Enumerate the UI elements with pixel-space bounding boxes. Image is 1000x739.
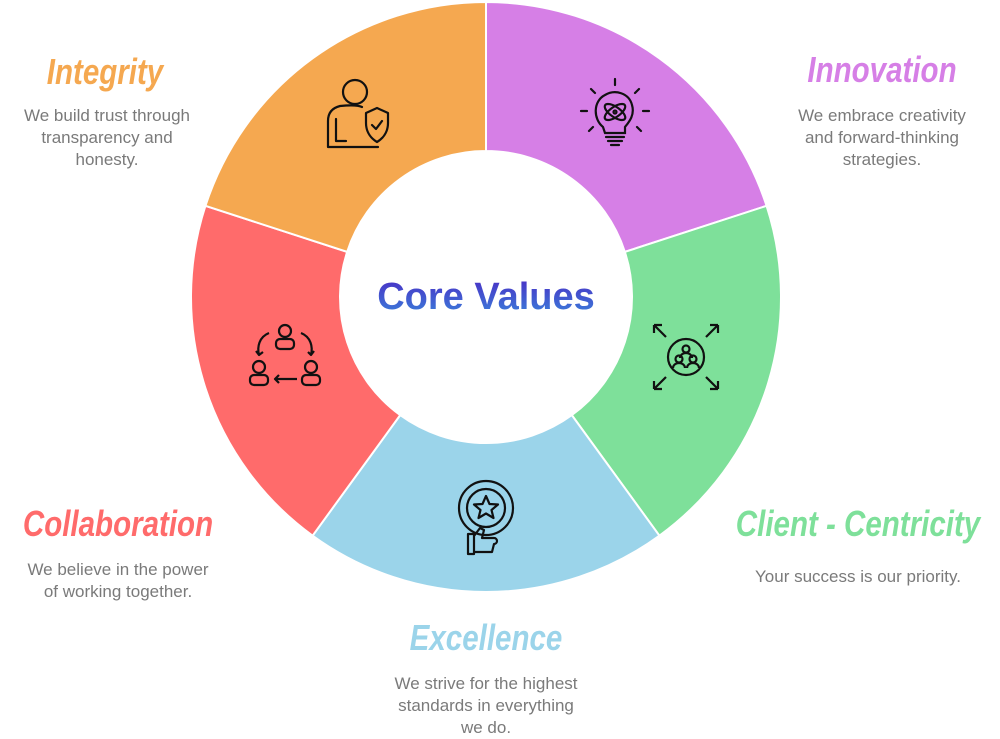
desc-line: honesty. [75,150,139,169]
innovation-title: Innovation [807,49,957,90]
desc-line: and forward-thinking [804,128,960,147]
collaboration-title: Collaboration [22,503,214,544]
desc-line: of working together. [43,582,193,601]
desc-line: strategies. [842,150,922,169]
client-focus-icon [652,323,720,391]
client-centricity-title: Client - Centricity [735,503,981,544]
lightbulb-atom-icon [579,77,651,147]
desc-line: Your success is our priority. [755,567,961,586]
award-star-icon [457,479,515,556]
desc-line: standards in everything [398,696,574,715]
innovation-description: We embrace creativity and forward-thinki… [798,105,966,171]
center-title: Core Values [377,276,595,318]
excellence-title: Excellence [409,617,563,658]
desc-line: we do. [460,718,512,737]
segment-integrity [204,0,487,254]
user-shield-icon [326,78,390,149]
desc-line: We embrace creativity [798,106,966,125]
segment-client-centricity [570,204,782,538]
integrity-title: Integrity [46,51,164,92]
segment-excellence [311,413,661,593]
segment-collaboration [190,204,402,538]
desc-line: We believe in the power [27,560,209,579]
integrity-description: We build trust through transparency and … [24,105,190,171]
desc-line: transparency and [41,128,173,147]
collaboration-description: We believe in the power of working toget… [27,559,208,603]
excellence-description: We strive for the highest standards in e… [395,673,578,739]
desc-line: We strive for the highest [394,674,578,693]
client-centricity-description: Your success is our priority. [755,566,961,588]
desc-line: We build trust through [24,106,190,125]
team-cycle-icon [248,323,322,387]
